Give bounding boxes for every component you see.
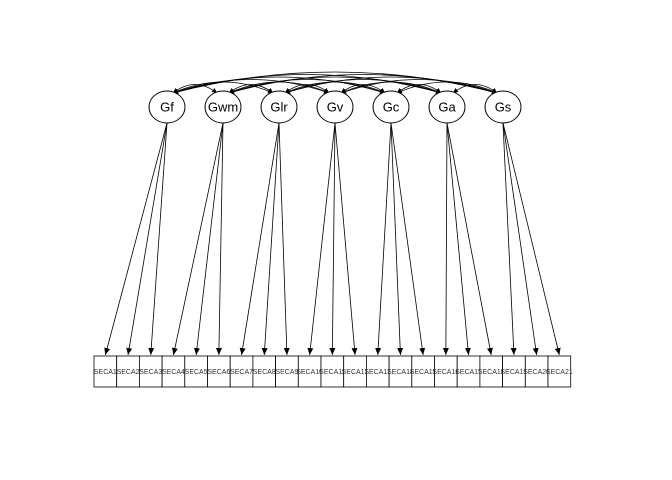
latent-label: Ga bbox=[438, 100, 456, 115]
factor-loading-paths bbox=[104, 122, 561, 356]
indicator-seca21: SECA21 bbox=[546, 355, 573, 388]
indicator-seca8: SECA8 bbox=[252, 355, 276, 388]
loading-Gv-SECA10 bbox=[307, 122, 336, 356]
loading-Gs-SECA19 bbox=[502, 122, 517, 356]
loading-Gwm-SECA5 bbox=[193, 122, 224, 356]
factor-covariance-arcs bbox=[172, 71, 498, 95]
indicator-label: SECA2 bbox=[117, 369, 140, 376]
loading-Gv-SECA12 bbox=[334, 122, 358, 356]
latent-factor-glr: Glr bbox=[260, 90, 298, 124]
indicator-label: SECA19 bbox=[501, 369, 528, 376]
indicator-label: SECA17 bbox=[455, 369, 482, 376]
indicator-seca9: SECA9 bbox=[275, 355, 299, 388]
latent-label: Gf bbox=[160, 100, 174, 115]
loading-Ga-SECA16 bbox=[442, 122, 449, 356]
indicator-seca1: SECA1 bbox=[93, 355, 118, 388]
covariance-Glr-Ga bbox=[284, 79, 442, 94]
latent-ellipse bbox=[148, 90, 186, 124]
loading-Gf-SECA2 bbox=[126, 122, 168, 356]
indicator-label: SECA12 bbox=[342, 369, 369, 376]
covariance-Ga-Gs bbox=[452, 84, 498, 94]
indicator-label: SECA9 bbox=[275, 369, 298, 376]
latent-factor-nodes: Gf Gwm Glr Gv Gc Ga Gs bbox=[148, 90, 522, 124]
latent-ellipse bbox=[372, 90, 410, 124]
indicator-seca3: SECA3 bbox=[138, 355, 163, 388]
loading-Ga-SECA18 bbox=[446, 122, 493, 356]
indicator-label: SECA15 bbox=[410, 369, 437, 376]
covariance-Gwm-Gs bbox=[228, 74, 498, 95]
loading-Gwm-SECA4 bbox=[171, 122, 224, 356]
loading-Gs-SECA21 bbox=[502, 122, 561, 356]
indicator-box bbox=[547, 355, 572, 388]
latent-factor-gv: Gv bbox=[316, 90, 354, 124]
indicator-label: SECA14 bbox=[387, 369, 414, 376]
latent-ellipse bbox=[204, 90, 242, 124]
latent-label: Gc bbox=[383, 100, 400, 115]
indicator-seca7: SECA7 bbox=[229, 355, 254, 388]
indicator-seca6: SECA6 bbox=[207, 355, 231, 388]
latent-ellipse bbox=[316, 90, 354, 124]
indicator-label: SECA16 bbox=[432, 369, 459, 376]
indicator-label: SECA18 bbox=[478, 369, 505, 376]
indicator-label: SECA21 bbox=[546, 369, 573, 376]
latent-label: Glr bbox=[270, 100, 288, 115]
indicator-seca5: SECA5 bbox=[184, 355, 208, 388]
indicator-label: SECA4 bbox=[162, 369, 185, 376]
latent-label: Gwm bbox=[208, 100, 238, 115]
indicator-label: SECA11 bbox=[319, 369, 345, 376]
indicator-label: SECA20 bbox=[523, 369, 550, 376]
latent-factor-gc: Gc bbox=[372, 90, 410, 124]
loading-Glr-SECA9 bbox=[278, 122, 290, 356]
indicator-seca2: SECA2 bbox=[116, 355, 140, 388]
indicator-label: SECA5 bbox=[185, 369, 208, 376]
latent-factor-ga: Ga bbox=[428, 90, 466, 124]
loading-Gv-SECA11 bbox=[329, 122, 336, 356]
indicator-label: SECA10 bbox=[296, 369, 323, 376]
covariance-Glr-Gs bbox=[284, 76, 498, 94]
loading-Gc-SECA15 bbox=[390, 122, 426, 356]
loading-Gc-SECA14 bbox=[390, 122, 404, 356]
latent-factor-gs: Gs bbox=[484, 90, 522, 124]
loading-Ga-SECA17 bbox=[446, 122, 471, 356]
latent-ellipse bbox=[260, 90, 298, 124]
indicator-seca18: SECA18 bbox=[478, 355, 505, 388]
loading-Gf-SECA1 bbox=[104, 122, 168, 356]
loading-Gs-SECA20 bbox=[502, 122, 539, 356]
loading-Glr-SECA7 bbox=[239, 122, 280, 356]
latent-factor-gf: Gf bbox=[148, 90, 186, 124]
latent-ellipse bbox=[428, 90, 466, 124]
covariance-Gv-Gs bbox=[340, 79, 498, 94]
indicator-label: SECA3 bbox=[139, 369, 162, 376]
indicator-label: SECA13 bbox=[364, 369, 391, 376]
indicator-seca4: SECA4 bbox=[161, 355, 186, 388]
indicator-label: SECA7 bbox=[230, 369, 253, 376]
indicator-label: SECA1 bbox=[94, 369, 117, 376]
loading-Gc-SECA13 bbox=[375, 122, 392, 356]
latent-label: Gv bbox=[327, 100, 344, 115]
loading-Gf-SECA3 bbox=[148, 122, 168, 356]
latent-ellipse bbox=[484, 90, 522, 124]
indicator-label: SECA6 bbox=[207, 369, 230, 376]
latent-label: Gs bbox=[495, 100, 512, 115]
latent-factor-gwm: Gwm bbox=[204, 90, 242, 124]
loading-Glr-SECA8 bbox=[261, 122, 280, 356]
loading-Gwm-SECA6 bbox=[215, 122, 224, 356]
indicator-label: SECA8 bbox=[253, 369, 276, 376]
covariance-Gwm-Gc bbox=[228, 79, 386, 94]
covariance-Gf-Gv bbox=[172, 79, 330, 94]
